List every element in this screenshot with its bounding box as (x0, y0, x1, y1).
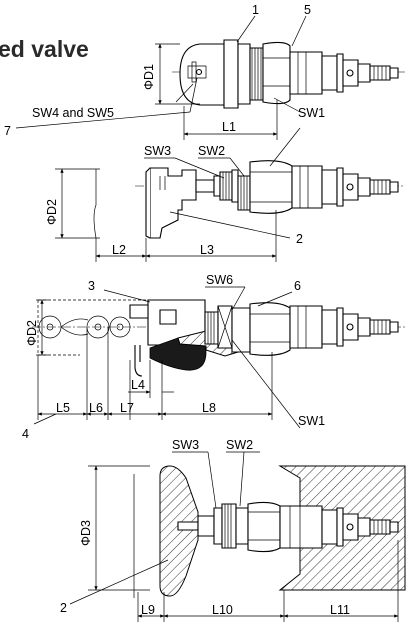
dim-label-l2: L2 (112, 243, 126, 257)
dim-label-l11: L11 (330, 603, 350, 617)
part-label-1: 1 (252, 3, 259, 17)
dim-label-l6: L6 (89, 401, 103, 415)
wrench-label-sw3-b: SW3 (172, 438, 199, 452)
part-label-2b: 2 (60, 601, 67, 615)
part-label-4: 4 (22, 427, 29, 441)
dim-label-l5: L5 (56, 401, 70, 415)
dim-label-l7: L7 (120, 401, 134, 415)
dim-label-l4: L4 (131, 378, 145, 392)
part-label-7: 7 (4, 124, 11, 138)
drawing-title: ed valve (0, 36, 89, 62)
dim-label-d2-a: ΦD2 (45, 199, 59, 225)
dim-label-l8: L8 (202, 401, 216, 415)
wrench-label-sw3-a: SW3 (144, 144, 171, 158)
part-label-3: 3 (88, 279, 95, 293)
view-4-panel-mount (69, 451, 406, 622)
wrench-label-sw4-sw5: SW4 and SW5 (32, 106, 114, 120)
dim-label-l10: L10 (212, 603, 233, 617)
dim-label-l9: L9 (141, 603, 155, 617)
dim-label-l3: L3 (200, 243, 214, 257)
part-label-6: 6 (294, 279, 301, 293)
wrench-label-sw1-top: SW1 (298, 106, 325, 120)
wrench-label-sw6: SW6 (206, 273, 233, 287)
part-label-5: 5 (304, 3, 311, 17)
wrench-label-sw2-a: SW2 (198, 144, 225, 158)
view-2-knob-removed (55, 127, 405, 262)
wrench-label-sw2-b: SW2 (226, 438, 253, 452)
dim-label-d3: ΦD3 (79, 520, 93, 546)
dim-label-d2-b: ΦD2 (25, 320, 39, 346)
view-1-sealed-cap (15, 15, 405, 140)
dim-label-l1: L1 (222, 120, 236, 134)
view-3-lock-section (32, 286, 405, 429)
part-label-2: 2 (296, 232, 303, 246)
dim-label-d1: ΦD1 (142, 64, 156, 90)
wrench-label-sw1-mid: SW1 (298, 414, 325, 428)
